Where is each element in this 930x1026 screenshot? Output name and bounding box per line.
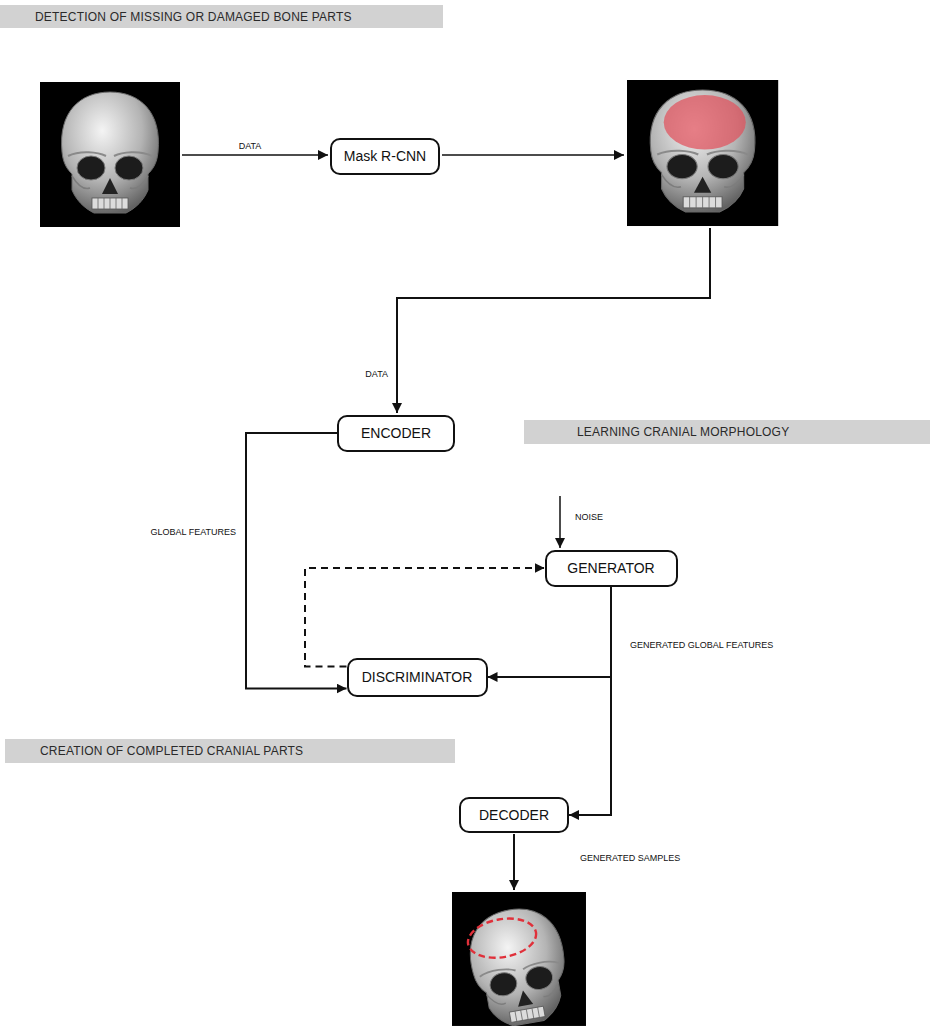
section-band: DETECTION OF MISSING OR DAMAGED BONE PAR… (0, 5, 443, 28)
section-band: LEARNING CRANIAL MORPHOLOGY (524, 420, 930, 444)
skull-image (452, 892, 586, 1026)
flow-label: NOISE (573, 512, 605, 522)
feedback-arrow (305, 568, 545, 667)
damage-mask (664, 95, 746, 149)
connector-arrow (569, 587, 611, 816)
process-box: DISCRIMINATOR (347, 658, 488, 697)
noise-arrow (559, 496, 561, 548)
output-arrow (442, 154, 624, 156)
data-arrow (182, 154, 328, 156)
node-text: LEARNING CRANIAL MORPHOLOGY (577, 425, 789, 439)
node-text: ENCODER (361, 425, 431, 441)
node-text: GENERATOR (567, 560, 654, 576)
connector-arrow (246, 433, 347, 689)
process-box: GENERATOR (545, 550, 678, 587)
flow-label: DATA (237, 141, 264, 151)
completed-region-outline (465, 914, 540, 963)
skull-image (40, 82, 180, 227)
skull (463, 902, 574, 1026)
skull (62, 92, 159, 213)
data-arrow (397, 228, 710, 413)
samples-arrow (513, 834, 515, 890)
node-text: DETECTION OF MISSING OR DAMAGED BONE PAR… (35, 10, 352, 24)
flow-label: GENERATED SAMPLES (578, 853, 682, 863)
flow-label: DATA (363, 369, 390, 379)
edge-label: GLOBAL FEATURES (148, 527, 238, 537)
image-ground (40, 82, 180, 227)
section-band: CREATION OF COMPLETED CRANIAL PARTS (5, 739, 455, 763)
node-text: DISCRIMINATOR (362, 669, 473, 685)
connector-arrow (488, 587, 612, 678)
node-text: CREATION OF COMPLETED CRANIAL PARTS (40, 744, 303, 758)
node-text: Mask R-CNN (344, 148, 426, 164)
node-text: DECODER (479, 807, 549, 823)
edge-label: GENERATED GLOBAL FEATURES (628, 640, 775, 650)
skull-image (627, 80, 778, 226)
skull (650, 90, 755, 212)
process-box: DECODER (459, 797, 569, 833)
image-ground (627, 80, 778, 226)
process-box: Mask R-CNN (330, 138, 440, 175)
process-box: ENCODER (337, 415, 455, 452)
